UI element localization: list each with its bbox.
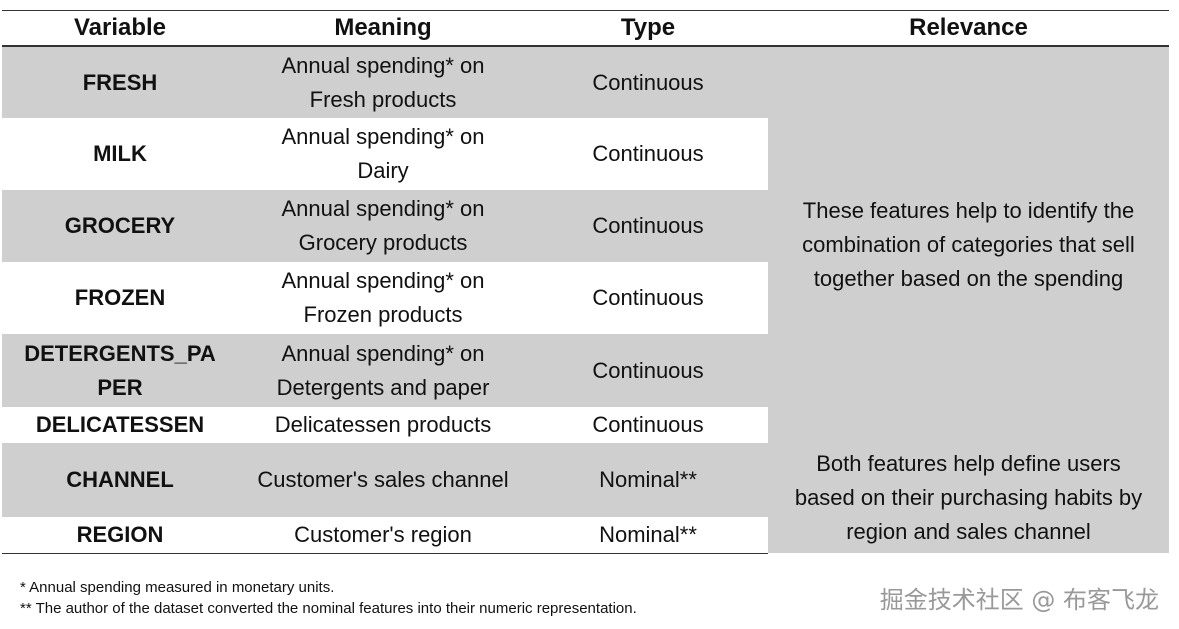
type-cell: Continuous [528, 334, 768, 407]
meaning-line: Annual spending* on [281, 196, 485, 221]
type-cell: Nominal** [528, 517, 768, 554]
meaning-line: Detergents and paper [276, 374, 490, 400]
meaning-cell: Annual spending* on Detergents and paper [238, 334, 528, 407]
table-row: REGION Customer's region Nominal** [2, 517, 1169, 554]
header-meaning: Meaning [238, 10, 528, 47]
type-cell: Continuous [528, 262, 768, 334]
type-cell: Nominal** [528, 443, 768, 517]
variable-cell: CHANNEL [2, 443, 238, 517]
relevance-line: These features help to identify the [802, 198, 1135, 223]
meaning-cell: Annual spending* on Fresh products [238, 46, 528, 118]
variables-table: Variable Meaning Type Relevance FRESH An… [2, 10, 1169, 554]
relevance-line: Both features help define users [816, 451, 1121, 476]
meaning-line: Annual spending* on [281, 340, 485, 366]
relevance-line: region and sales channel [846, 519, 1091, 544]
meaning-cell: Delicatessen products [238, 407, 528, 443]
table-row: DETERGENTS_PA PER Annual spending* on De… [2, 334, 1169, 407]
table-row: CHANNEL Customer's sales channel Nominal… [2, 443, 1169, 553]
relevance-line: together based on the spending [813, 266, 1124, 291]
variable-cell: MILK [2, 118, 238, 190]
meaning-line: Grocery products [298, 230, 468, 255]
meaning-line: Fresh products [309, 86, 457, 112]
data-table-container: Variable Meaning Type Relevance FRESH An… [2, 10, 1169, 554]
table-header-row: Variable Meaning Type Relevance [2, 10, 1169, 47]
watermark: 掘金技术社区 @ 布客飞龙 [879, 586, 1159, 614]
type-cell: Continuous [528, 407, 768, 443]
meaning-cell: Annual spending* on Dairy [238, 118, 528, 190]
footnote: * Annual spending measured in monetary u… [20, 579, 335, 596]
meaning-cell: Customer's region [238, 517, 528, 554]
footnotes: * Annual spending measured in monetary u… [20, 577, 637, 619]
variable-cell: DETERGENTS_PA PER [2, 334, 238, 407]
relevance-group-continuous: These features help to identify the comb… [768, 46, 1169, 443]
variable-cell: FRESH [2, 46, 238, 118]
variable-line: PER [97, 374, 143, 400]
variable-cell: GROCERY [2, 190, 238, 262]
table-row: GROCERY Annual spending* on Grocery prod… [2, 190, 1169, 262]
relevance-group-nominal: Both features help define users based on… [768, 443, 1169, 553]
relevance-line: based on their purchasing habits by [794, 485, 1143, 510]
meaning-line: Annual spending* on [281, 52, 485, 78]
table-row: MILK Annual spending* on Dairy Continuou… [2, 118, 1169, 190]
table-row: DELICATESSEN Delicatessen products Conti… [2, 407, 1169, 443]
type-cell: Continuous [528, 190, 768, 262]
type-cell: Continuous [528, 46, 768, 118]
header-relevance: Relevance [768, 10, 1169, 47]
meaning-line: Frozen products [303, 302, 463, 327]
variable-cell: FROZEN [2, 262, 238, 334]
meaning-cell: Annual spending* on Grocery products [238, 190, 528, 262]
meaning-cell: Annual spending* on Frozen products [238, 262, 528, 334]
meaning-line: Annual spending* on [281, 124, 485, 149]
type-cell: Continuous [528, 118, 768, 190]
table-row: FRESH Annual spending* on Fresh products… [2, 46, 1169, 443]
meaning-cell: Customer's sales channel [238, 443, 528, 517]
variable-cell: REGION [2, 517, 238, 554]
header-type: Type [528, 10, 768, 47]
meaning-line: Dairy [357, 158, 409, 183]
variable-cell: DELICATESSEN [2, 407, 238, 443]
header-variable: Variable [2, 10, 238, 47]
meaning-line: Annual spending* on [281, 268, 485, 293]
relevance-line: combination of categories that sell [802, 232, 1135, 257]
table-row: FROZEN Annual spending* on Frozen produc… [2, 262, 1169, 334]
footnote: ** The author of the dataset converted t… [20, 600, 637, 617]
variable-line: DETERGENTS_PA [24, 340, 216, 366]
